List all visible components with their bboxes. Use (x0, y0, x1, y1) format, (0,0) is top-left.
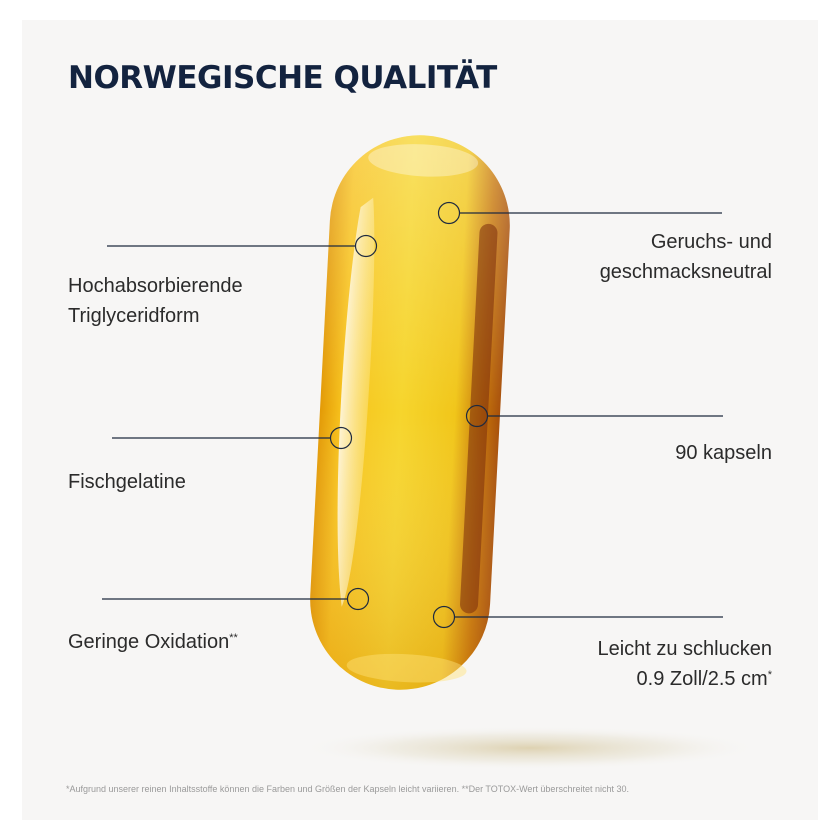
feature-low-oxidation: Geringe Oxidation** (68, 627, 238, 657)
footnote-marker: ** (229, 632, 238, 644)
feature-line: Geruchs- und (650, 231, 772, 253)
feature-line: Hochabsorbierende (68, 275, 243, 297)
feature-neutral: Geruchs- und geschmacksneutral (600, 227, 772, 287)
feature-fish-gelatin: Fischgelatine (68, 467, 186, 497)
callout-marker (354, 234, 378, 258)
callout-marker (437, 201, 461, 225)
callout-marker (465, 404, 489, 428)
feature-line: 0.9 Zoll/2.5 cm (636, 668, 768, 690)
feature-line: Fischgelatine (68, 471, 186, 493)
feature-line: 90 kapseln (675, 442, 772, 464)
callout-marker (432, 605, 456, 629)
footnote: *Aufgrund unserer reinen Inhaltsstoffe k… (66, 784, 629, 794)
feature-easy-swallow: Leicht zu schlucken 0.9 Zoll/2.5 cm* (597, 634, 772, 694)
callout-marker (346, 587, 370, 611)
feature-line: Geringe Oxidation (68, 631, 230, 653)
footnote-marker: * (767, 669, 772, 681)
feature-90-capsules: 90 kapseln (675, 438, 772, 468)
capsule-shadow (300, 726, 760, 770)
feature-triglyceride: Hochabsorbierende Triglyceridform (68, 271, 243, 331)
feature-line: Leicht zu schlucken (597, 638, 772, 660)
page-title: NORWEGISCHE QUALITÄT (68, 60, 497, 96)
capsule-image (310, 135, 510, 690)
callout-marker (329, 426, 353, 450)
feature-line: Triglyceridform (68, 305, 200, 327)
feature-line: geschmacksneutral (599, 261, 772, 283)
